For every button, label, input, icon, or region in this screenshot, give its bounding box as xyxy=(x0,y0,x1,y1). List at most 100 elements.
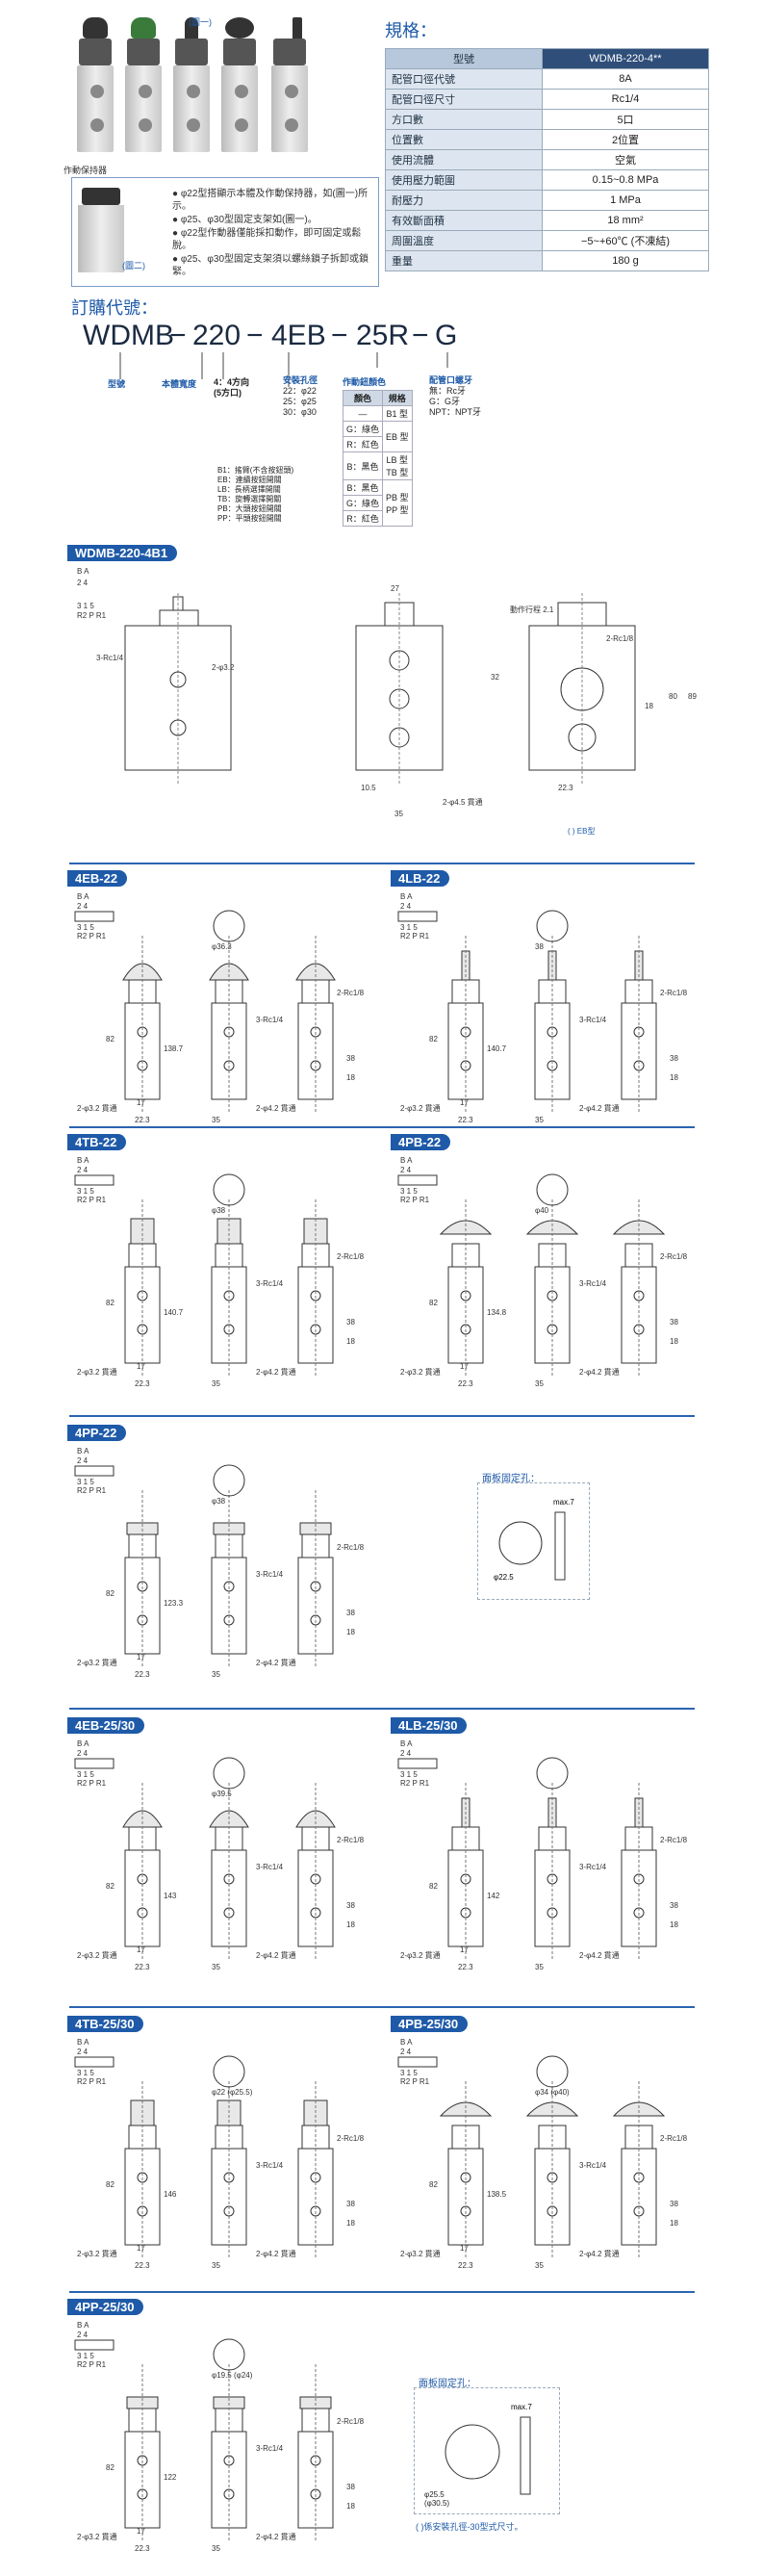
color-cell: — xyxy=(342,405,384,422)
code-body: 220 xyxy=(192,320,242,351)
dim-label: 18 xyxy=(670,1073,678,1082)
dim-label: 17 xyxy=(460,1945,469,1954)
product-photo-1 xyxy=(75,17,115,162)
diam-dim: φ38 xyxy=(212,1497,226,1506)
symbol-ports-bot: 3 1 5 xyxy=(77,2069,94,2077)
color-cell: B：黑色 xyxy=(342,479,384,496)
actuator-knob xyxy=(612,2101,666,2117)
thread-option: G：G牙 xyxy=(429,397,461,406)
product-photo-4 xyxy=(219,17,260,162)
symbol-top: B A xyxy=(400,2038,413,2047)
height-dim: 146 xyxy=(164,2190,177,2199)
dim-label: 2-φ4.5 貫通 xyxy=(443,797,483,807)
dim-label: 22.3 xyxy=(135,1379,150,1388)
actuator-knob xyxy=(525,2101,579,2117)
dim-label: 3-Rc1/4 xyxy=(579,1863,607,1871)
mount-option: 30：φ30 xyxy=(283,407,317,417)
dim-label: 3-Rc1/4 xyxy=(96,654,124,662)
dim-label: 2-φ3.2 貫通 xyxy=(400,1950,441,1960)
bullet-item: ● φ22型搭顯示本體及作動保持器，如(圖一)所示。 xyxy=(172,189,369,212)
height-dim: 123.3 xyxy=(164,1599,184,1608)
dim-label: 2-φ4.2 貫通 xyxy=(256,1103,296,1113)
dim-label: 3-Rc1/4 xyxy=(256,1016,284,1024)
spec-value: Rc1/4 xyxy=(542,89,709,110)
section-divider xyxy=(69,2006,695,2008)
color-cell: G：綠色 xyxy=(342,495,384,511)
symbol-labels-bot: R2 P R1 xyxy=(77,2360,107,2369)
section-tag: 4PB-22 xyxy=(391,1134,451,1150)
dim-label: 38 xyxy=(346,1901,355,1910)
actuator-option: LB：長柄選擇開關 xyxy=(217,485,281,494)
dim-label: 82 xyxy=(429,1035,438,1043)
dim-label: 89 xyxy=(688,692,697,701)
symbol-ports-top: 2 4 xyxy=(77,1749,89,1758)
panel-hole-box-25: 面板固定孔： max.7 φ25.5 (φ30.5) xyxy=(414,2379,560,2514)
symbol-top: B A xyxy=(77,1156,89,1165)
panel-hole-drawing: max.7 xyxy=(445,2403,532,2495)
section-tag: 4TB-25/30 xyxy=(67,2016,144,2032)
dim-label: 2-φ3.2 xyxy=(212,663,235,672)
dim-label: 38 xyxy=(346,2200,355,2208)
section-tag: 4PB-25/30 xyxy=(391,2016,469,2032)
dim-label: 17 xyxy=(460,1098,469,1107)
dim-label: 2-φ4.2 貫通 xyxy=(256,1367,296,1377)
dim-label: 22.3 xyxy=(135,1963,150,1971)
panel-title: 面板固定孔： xyxy=(482,1474,540,1484)
product-photo-5 xyxy=(269,17,310,162)
dim-label: 27 xyxy=(391,584,399,593)
spec-value: 180 g xyxy=(542,250,709,271)
actuator-option: PP：平頭按鈕開關 xyxy=(217,514,282,523)
spec-cell: PB 型 PP 型 xyxy=(382,479,413,527)
dim-label: 2-φ4.2 貫通 xyxy=(579,1367,620,1377)
height-dim: 138.5 xyxy=(487,2190,507,2199)
actuator-knob xyxy=(525,1220,579,1235)
symbol-labels-bot: R2 P R1 xyxy=(400,1196,430,1204)
bullet-item: ● φ22型作動器僅能採扣動作，即可固定或鬆脫。 xyxy=(172,228,362,251)
dim-label: 2-φ4.2 貫通 xyxy=(579,1103,620,1113)
dim-label: 17 xyxy=(460,1362,469,1371)
dim-label: 35 xyxy=(535,1963,544,1971)
spec-key: 周圍溫度 xyxy=(385,230,543,251)
symbol-ports-bot: 3 1 5 xyxy=(77,1187,94,1196)
thread-title: 配管口螺牙 xyxy=(429,375,473,385)
dim-label: 35 xyxy=(212,1670,220,1679)
drawing-4b1: B A 2 4 3 1 5 R2 P R1 27 2-Rc1/8 3-Rc1/4… xyxy=(77,567,697,836)
symbol-top: B A xyxy=(77,2038,89,2047)
dim-label: 22.3 xyxy=(458,2261,473,2270)
symbol-ports-bot: 3 1 5 xyxy=(400,923,418,932)
actuator-option: PB：大頭按鈕開關 xyxy=(217,504,282,513)
holder-photo xyxy=(78,188,126,274)
label-model: 型號 xyxy=(108,379,126,389)
dim-label: 38 xyxy=(346,2483,355,2491)
fig1-caption: (圖一) xyxy=(189,17,212,27)
dim-label: 2-φ3.2 貫通 xyxy=(77,2249,117,2258)
dim-label: 22.3 xyxy=(135,1116,150,1124)
dim-label: 2-φ3.2 貫通 xyxy=(77,1950,117,1960)
dim-label: 82 xyxy=(429,2180,438,2189)
code-actuator: 4EB xyxy=(271,320,326,351)
valve-symbol xyxy=(74,2056,114,2068)
panel-note: ( )係安裝孔徑-30型式尺寸。 xyxy=(416,2522,523,2532)
symbol-ports-top: 2 4 xyxy=(77,1456,89,1465)
top-view xyxy=(213,1464,245,1497)
valve-symbol xyxy=(397,1758,438,1769)
symbol-ports-top: 2 4 xyxy=(77,579,89,587)
top-view xyxy=(213,2338,245,2371)
dim-label: 2-Rc1/8 xyxy=(337,989,365,997)
symbol-top: B A xyxy=(77,1739,89,1748)
symbol-labels-bot: R2 P R1 xyxy=(400,932,430,940)
diam-dim: φ39.5 xyxy=(212,1790,232,1798)
dim-label: 2-φ3.2 貫通 xyxy=(400,2249,441,2258)
dim-label: 3-Rc1/4 xyxy=(256,1279,284,1288)
dim-label: 38 xyxy=(346,1054,355,1063)
dim-label: 18 xyxy=(346,1920,355,1929)
symbol-ports-top: 2 4 xyxy=(400,2048,412,2056)
dim-label: 18 xyxy=(346,1628,355,1636)
product-photo-2 xyxy=(123,17,164,162)
actuator-option: TB：旋轉選擇開關 xyxy=(217,495,282,503)
dim-label: 38 xyxy=(670,1318,678,1327)
